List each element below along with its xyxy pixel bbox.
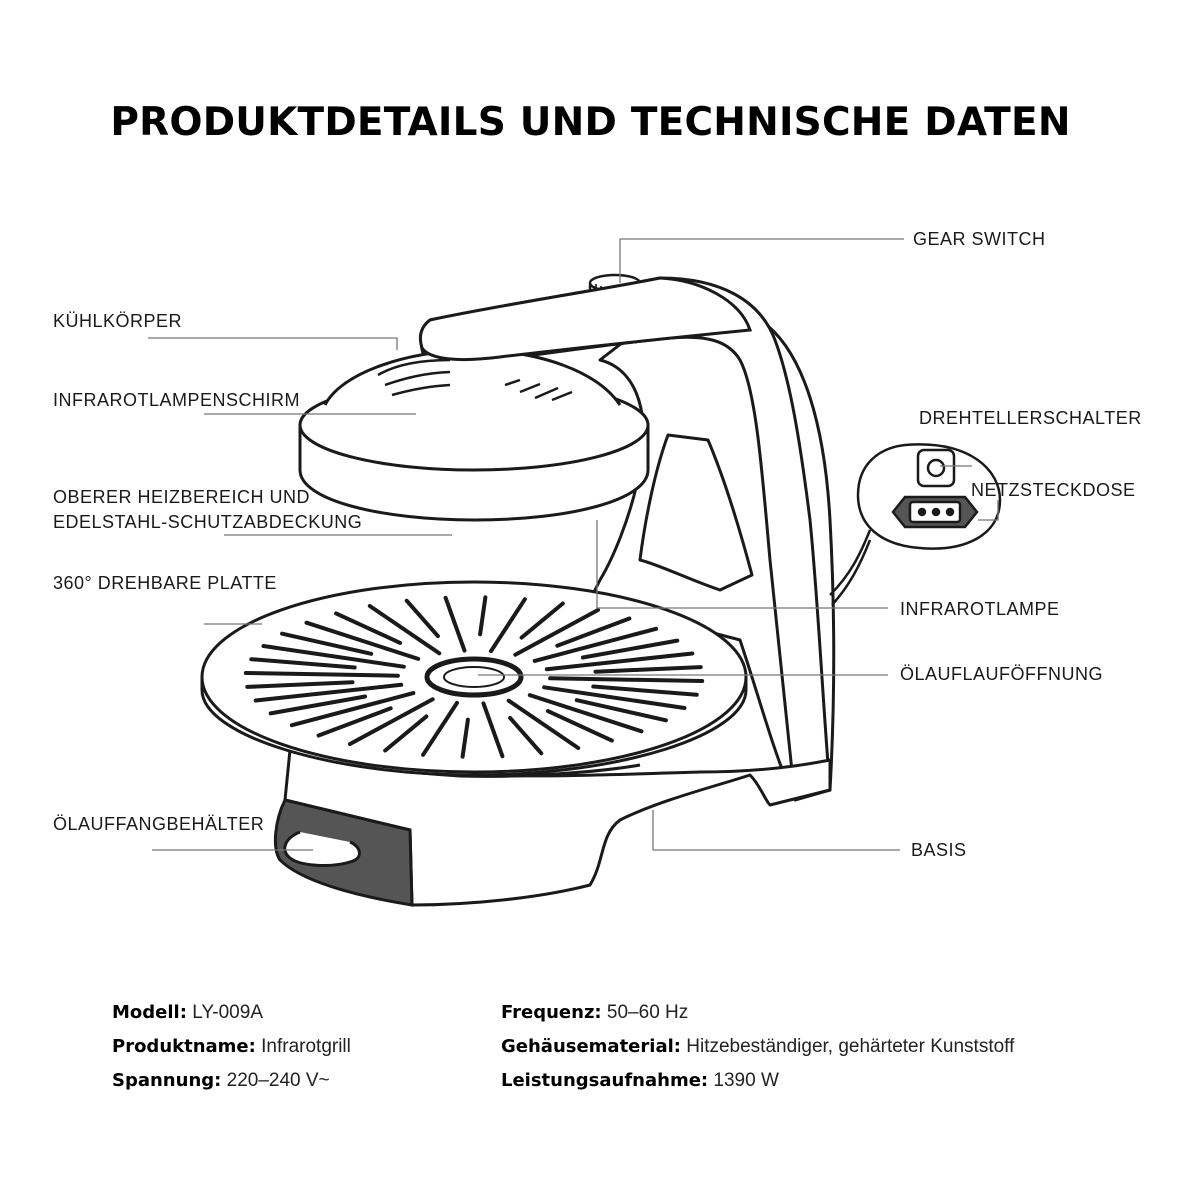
spec-value: 50–60 Hz bbox=[606, 1002, 689, 1023]
plate-groove bbox=[334, 611, 403, 645]
plate-groove bbox=[243, 671, 400, 678]
plate-groove bbox=[268, 694, 368, 716]
plate-groove bbox=[580, 638, 680, 660]
label-platte: 360° DREHBARE PLATTE bbox=[53, 573, 277, 593]
spec-value: Infrarotgrill bbox=[261, 1036, 351, 1057]
label-oelablauf: ÖLAUFLAUFÖFFNUNG bbox=[900, 664, 1104, 684]
spec-key: Leistungsaufnahme: bbox=[501, 1070, 709, 1091]
plate-groove bbox=[421, 700, 459, 757]
plate-groove bbox=[280, 631, 374, 656]
label-infrarotlampe: INFRAROTLAMPE bbox=[900, 599, 1060, 619]
plate-groove bbox=[545, 709, 614, 743]
spec-row: Gehäusematerial: Hitzebeständiger, gehär… bbox=[501, 1030, 1014, 1064]
plate-groove bbox=[506, 698, 581, 750]
spec-key: Spannung: bbox=[112, 1070, 222, 1091]
plate-groove bbox=[532, 626, 659, 663]
plate-groove bbox=[304, 620, 421, 661]
spec-value: LY-009A bbox=[192, 1002, 263, 1023]
spec-value: 220–240 V~ bbox=[226, 1070, 330, 1091]
label-auffang: ÖLAUFFANGBEHÄLTER bbox=[53, 814, 265, 834]
plate-groove bbox=[513, 608, 600, 657]
specs-left: Modell: LY-009A Produktname: Infrarotgri… bbox=[112, 996, 351, 1098]
spec-row: Frequenz: 50–60 Hz bbox=[501, 996, 1014, 1030]
label-heizbereich-line1: OBERER HEIZBEREICH UND bbox=[53, 487, 311, 507]
plate-groove bbox=[289, 691, 416, 728]
spec-row: Modell: LY-009A bbox=[112, 996, 351, 1030]
plate-groove bbox=[481, 701, 505, 759]
plate-groove bbox=[348, 697, 435, 746]
page-title: PRODUKTDETAILS UND TECHNISCHE DATEN bbox=[110, 100, 1071, 145]
plate-groove bbox=[478, 595, 488, 637]
label-basis: BASIS bbox=[911, 840, 967, 860]
oil-tray bbox=[274, 798, 414, 907]
plate-groove bbox=[261, 644, 406, 669]
spec-row: Leistungsaufnahme: 1390 W bbox=[501, 1064, 1014, 1098]
plate-groove bbox=[443, 595, 467, 653]
label-netzsteckdose: NETZSTECKDOSE bbox=[971, 480, 1136, 500]
plate-groove bbox=[404, 598, 440, 639]
power-panel-detail bbox=[829, 443, 1002, 606]
spec-row: Produktname: Infrarotgrill bbox=[112, 1030, 351, 1064]
spec-key: Frequenz: bbox=[501, 1002, 602, 1023]
label-kuehlkoerper: KÜHLKÖRPER bbox=[53, 311, 183, 331]
plate-groove bbox=[508, 715, 544, 756]
label-heizbereich-line2: EDELSTAHL-SCHUTZABDECKUNG bbox=[53, 512, 363, 532]
spec-key: Modell: bbox=[112, 1002, 187, 1023]
spec-value: 1390 W bbox=[713, 1070, 779, 1091]
plate-groove bbox=[544, 651, 695, 672]
plate-groove bbox=[574, 698, 668, 723]
label-lampenschirm: INFRAROTLAMPENSCHIRM bbox=[53, 390, 301, 410]
plate-groove bbox=[249, 657, 357, 670]
specs-right: Frequenz: 50–60 Hz Gehäusematerial: Hitz… bbox=[501, 996, 1014, 1098]
spec-value: Hitzebeständiger, gehärteter Kunststoff bbox=[686, 1036, 1015, 1057]
plate-groove bbox=[367, 604, 442, 656]
label-drehteller: DREHTELLERSCHALTER bbox=[919, 408, 1142, 428]
plate-groove bbox=[460, 717, 470, 759]
plate-groove bbox=[253, 682, 404, 703]
plate-groove bbox=[591, 684, 699, 697]
plate-groove bbox=[555, 616, 632, 648]
spec-key: Gehäusematerial: bbox=[501, 1036, 681, 1057]
plate-groove bbox=[548, 676, 705, 683]
spec-row: Spannung: 220–240 V~ bbox=[112, 1064, 351, 1098]
plate-groove bbox=[519, 601, 565, 640]
leader-lines bbox=[148, 238, 999, 851]
plate-groove bbox=[527, 693, 644, 734]
lamp-shade bbox=[298, 276, 753, 522]
spec-key: Produktname: bbox=[112, 1036, 256, 1057]
plate-groove bbox=[245, 680, 355, 689]
plate-groove bbox=[593, 665, 703, 674]
label-gear-switch: GEAR SWITCH bbox=[913, 229, 1046, 249]
plate-groove bbox=[383, 714, 429, 753]
plate-groove bbox=[489, 597, 527, 654]
plate-grooves bbox=[243, 595, 705, 759]
plate-groove bbox=[542, 685, 687, 710]
plate-groove bbox=[316, 706, 393, 738]
